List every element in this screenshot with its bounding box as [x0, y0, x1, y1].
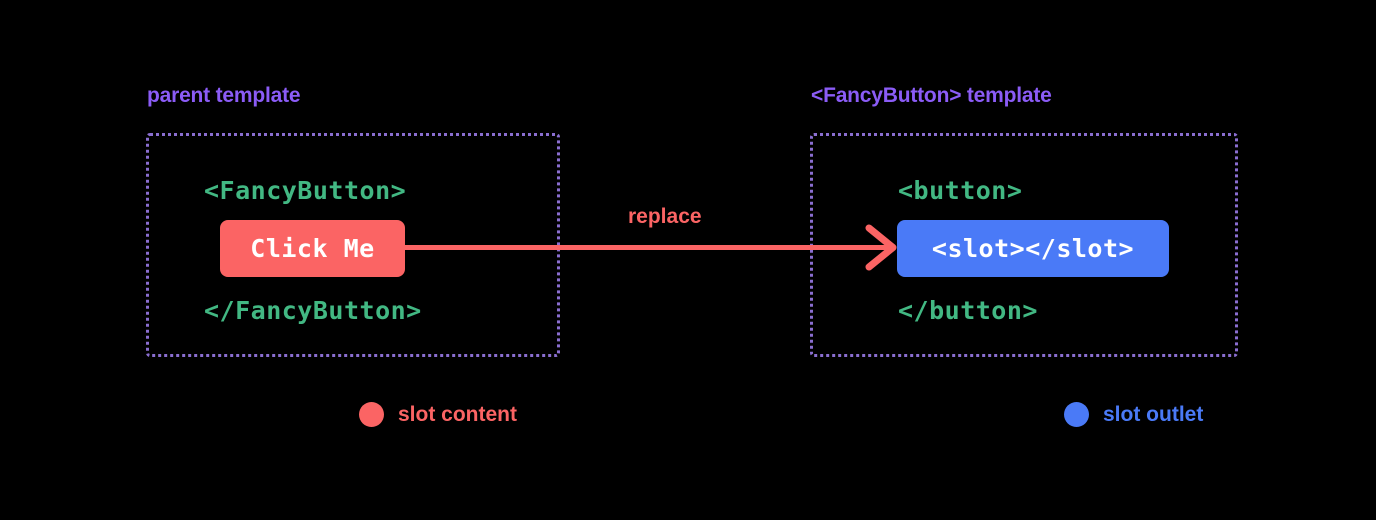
parent-code-close-tag: </FancyButton> — [204, 296, 422, 325]
legend-label-slot-outlet: slot outlet — [1103, 402, 1204, 426]
parent-template-title: parent template — [147, 84, 301, 107]
fancybutton-template-title: <FancyButton> template — [811, 84, 1052, 107]
legend-item-slot-content: slot content — [359, 402, 517, 427]
slot-content-chip[interactable]: Click Me — [220, 220, 405, 277]
legend-label-slot-content: slot content — [398, 402, 517, 426]
replace-label: replace — [628, 205, 702, 228]
parent-code-open-tag: <FancyButton> — [204, 176, 407, 205]
legend-item-slot-outlet: slot outlet — [1064, 402, 1203, 427]
slot-outlet-chip[interactable]: <slot></slot> — [897, 220, 1169, 277]
child-code-close-tag: </button> — [898, 296, 1038, 325]
child-code-open-tag: <button> — [898, 176, 1023, 205]
slot-outlet-circle-icon — [1064, 402, 1089, 427]
slot-content-circle-icon — [359, 402, 384, 427]
